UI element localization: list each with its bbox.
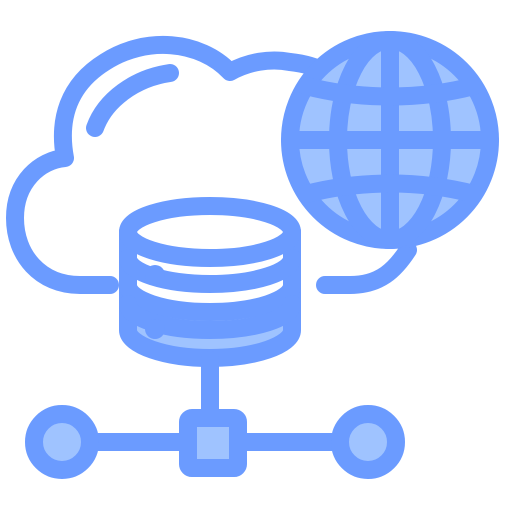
database-icon xyxy=(119,197,301,367)
database-status-dot-upper xyxy=(145,265,165,285)
network-nodes-icon xyxy=(25,351,405,479)
cloud-icon xyxy=(6,35,417,294)
globe-icon xyxy=(281,31,499,249)
database-status-dot-lower xyxy=(145,319,165,339)
